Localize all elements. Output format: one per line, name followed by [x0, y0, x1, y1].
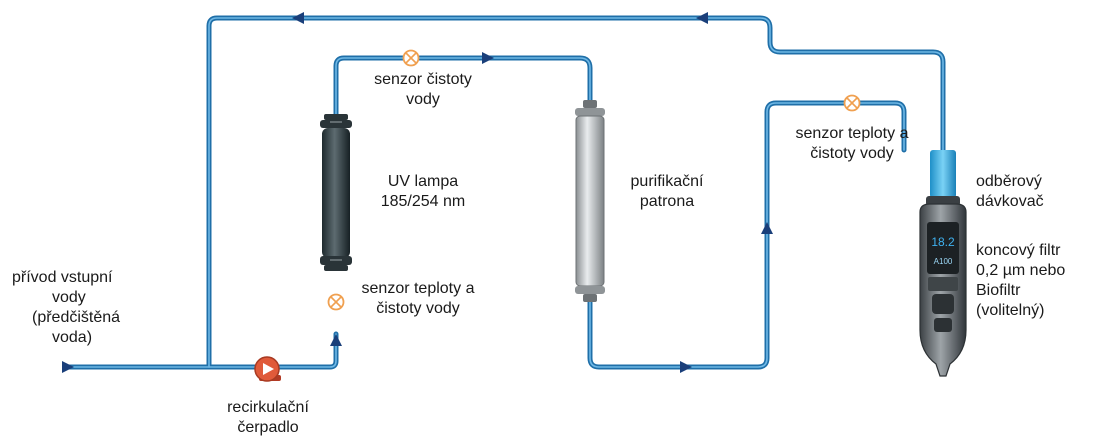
sensor-right-label: senzor teploty a čistoty vody [795, 125, 909, 162]
pump-icon [254, 356, 281, 382]
display-reading: 18.2 [931, 235, 955, 249]
display-volume: A100 [934, 257, 953, 266]
pipe-network [63, 15, 946, 370]
sensor-icon [327, 293, 345, 311]
arrow-top-right [696, 12, 708, 24]
purification-cartridge-icon [575, 100, 605, 302]
inlet-label: přívod vstupní vody (předčištěná voda) [12, 269, 121, 346]
arrow-pump-up [330, 334, 342, 346]
flow-arrows [62, 12, 773, 373]
arrow-inlet [62, 361, 74, 373]
sensor-icon [843, 94, 861, 112]
sensor-lower-label: senzor teploty a čistoty vody [361, 280, 475, 317]
pump-label: recirkulační čerpadlo [227, 399, 309, 436]
arrow-bottom-right [680, 361, 692, 373]
uv-lamp-label: UV lampa 185/254 nm [380, 173, 466, 210]
dispenser-icon [919, 150, 967, 377]
cartridge-label: purifikační patrona [630, 173, 704, 210]
sensor-icon [402, 49, 420, 67]
sensor-top-label: senzor čistoty vody [374, 71, 472, 108]
arrow-uv-loop-right [482, 52, 494, 64]
uv-lamp-icon [320, 114, 352, 271]
filter-label: koncový filtr 0,2 µm nebo Biofiltr (voli… [976, 242, 1066, 319]
arrow-riser-up [761, 222, 773, 234]
arrow-top-left [292, 12, 304, 24]
dispenser-label: odběrový dávkovač [976, 173, 1044, 210]
